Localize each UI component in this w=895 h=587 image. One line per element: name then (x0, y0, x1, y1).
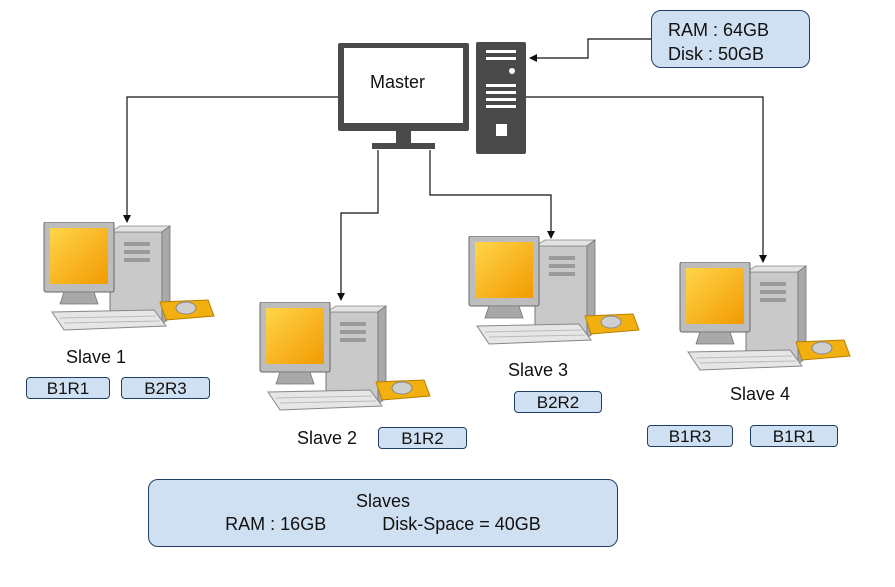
slave-2-computer-icon (258, 301, 433, 414)
slaves-specs-row: RAM : 16GB Disk-Space = 40GB (149, 512, 617, 536)
slave-3-block-b2r2: B2R2 (514, 391, 602, 413)
wire-master-slave-1 (123, 96, 340, 223)
wire-master-slave-3 (429, 150, 555, 239)
slave-3-label: Slave 3 (508, 360, 569, 380)
slave-3-computer-icon (467, 235, 642, 348)
slave-4-block-b1r1: B1R1 (750, 425, 838, 447)
master-ram-text: RAM : 64GB (668, 20, 770, 40)
slave-1-label: Slave 1 (66, 347, 127, 367)
master-monitor-icon (336, 42, 471, 152)
slave-4-block-b1r3: B1R3 (647, 425, 733, 447)
slave-4-computer-icon (678, 261, 853, 374)
slaves-disk-text: Disk-Space = 40GB (382, 514, 541, 534)
slave-2-label: Slave 2 (297, 428, 358, 448)
server-tower-icon (476, 42, 526, 154)
wire-specs-server (529, 38, 651, 62)
slave-2-block-b1r2: B1R2 (378, 427, 467, 449)
master-label: Master (370, 72, 426, 92)
slaves-specs-title: Slaves (355, 491, 411, 511)
slave-1-computer-icon (42, 221, 217, 334)
master-disk-text: Disk : 50GB (668, 44, 765, 64)
master-specs-box: RAM : 64GB Disk : 50GB (651, 10, 810, 68)
slave-1-block-b2r3: B2R3 (121, 377, 210, 399)
wire-master-slave-2 (337, 150, 379, 301)
slave-4-label: Slave 4 (730, 384, 791, 404)
slave-1-block-b1r1: B1R1 (26, 377, 110, 399)
slaves-ram-text: RAM : 16GB (225, 514, 327, 534)
wire-master-slave-4 (524, 96, 767, 263)
slaves-specs-box: Slaves RAM : 16GB Disk-Space = 40GB (148, 479, 618, 547)
